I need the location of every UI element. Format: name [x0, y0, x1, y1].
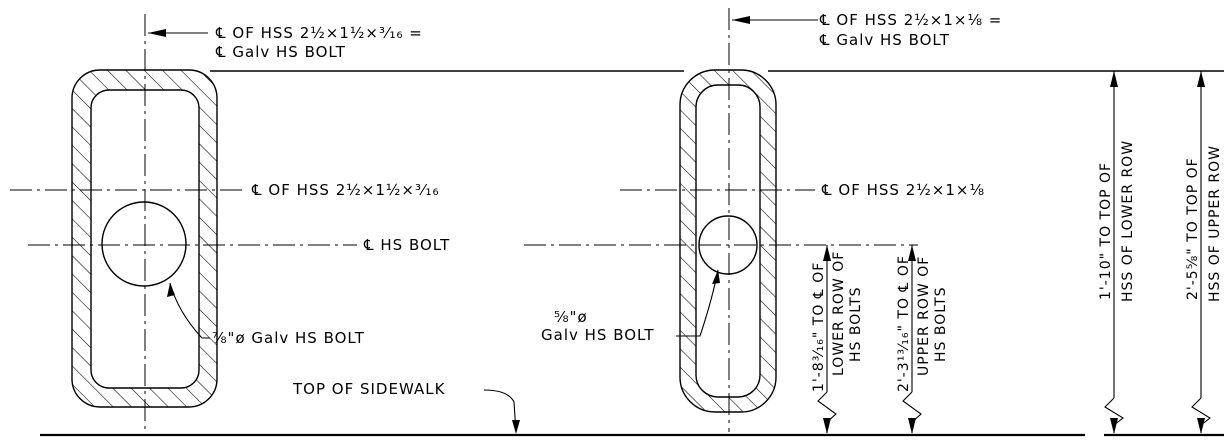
- dim-upper-hss-line1: 2'-5⅝" TO TOP OF: [1185, 157, 1201, 300]
- left-hss-wall: [71, 69, 218, 408]
- right-top-leader: [732, 16, 818, 24]
- dimension-lower-hss: [1104, 71, 1124, 434]
- left-top-leader: [148, 29, 208, 37]
- dimension-upper-bolts: [902, 245, 922, 434]
- dim-upper-hss-line2: HSS OF UPPER ROW: [1207, 145, 1223, 302]
- dim-upper-bolts-line1: 2'-3¹³⁄₁₆" TO ℄ OF: [896, 255, 912, 392]
- bolt-centerline-label: ℄ HS BOLT: [363, 236, 450, 254]
- dim-lower-hss-line2: HSS OF LOWER ROW: [1120, 140, 1136, 302]
- right-bolt-leader-arrow: [712, 270, 720, 284]
- dim-lower-bolts-line1: 1'-8³⁄₁₆" TO ℄ OF: [811, 262, 827, 392]
- right-bolt-label-line2: Galv HS BOLT: [541, 326, 654, 344]
- dim-lower-bolts-line2: LOWER ROW OF: [831, 251, 847, 376]
- dim-lower-bolts-line3: HS BOLTS: [848, 286, 864, 362]
- right-top-label-line1: ℄ OF HSS 2½×1×⅛ =: [819, 11, 1002, 29]
- dim-upper-bolts-line3: HS BOLTS: [933, 286, 949, 362]
- sidewalk-leader-arrow: [512, 420, 520, 434]
- left-top-label-line1: ℄ OF HSS 2½×1½×³⁄₁₆ =: [215, 24, 423, 42]
- right-hss-wall: [679, 69, 777, 413]
- left-bolt-leader-arrow: [167, 283, 175, 297]
- right-hss-centerline-label: ℄ OF HSS 2½×1×⅛: [821, 181, 985, 199]
- dimension-upper-hss: [1191, 71, 1211, 434]
- left-hss-centerline-label: ℄ OF HSS 2½×1½×³⁄₁₆: [251, 181, 440, 199]
- left-hss-section: [71, 14, 218, 432]
- sidewalk-label: TOP OF SIDEWALK: [292, 380, 446, 398]
- dimension-lower-bolts: [817, 245, 837, 434]
- left-bolt-circle: [101, 201, 187, 287]
- dim-lower-hss-line1: 1'-10" TO TOP OF: [1098, 162, 1114, 300]
- sidewalk-leader: [483, 389, 517, 433]
- left-bolt-label: ⅞"ø Galv HS BOLT: [212, 329, 365, 347]
- right-hss-section: [679, 8, 777, 432]
- left-top-label-line2: ℄ Galv HS BOLT: [215, 43, 346, 61]
- dim-upper-bolts-line2: UPPER ROW OF: [916, 256, 932, 376]
- right-top-label-line2: ℄ Galv HS BOLT: [819, 31, 950, 49]
- right-bolt-label-line1: ⅝"ø: [554, 308, 588, 326]
